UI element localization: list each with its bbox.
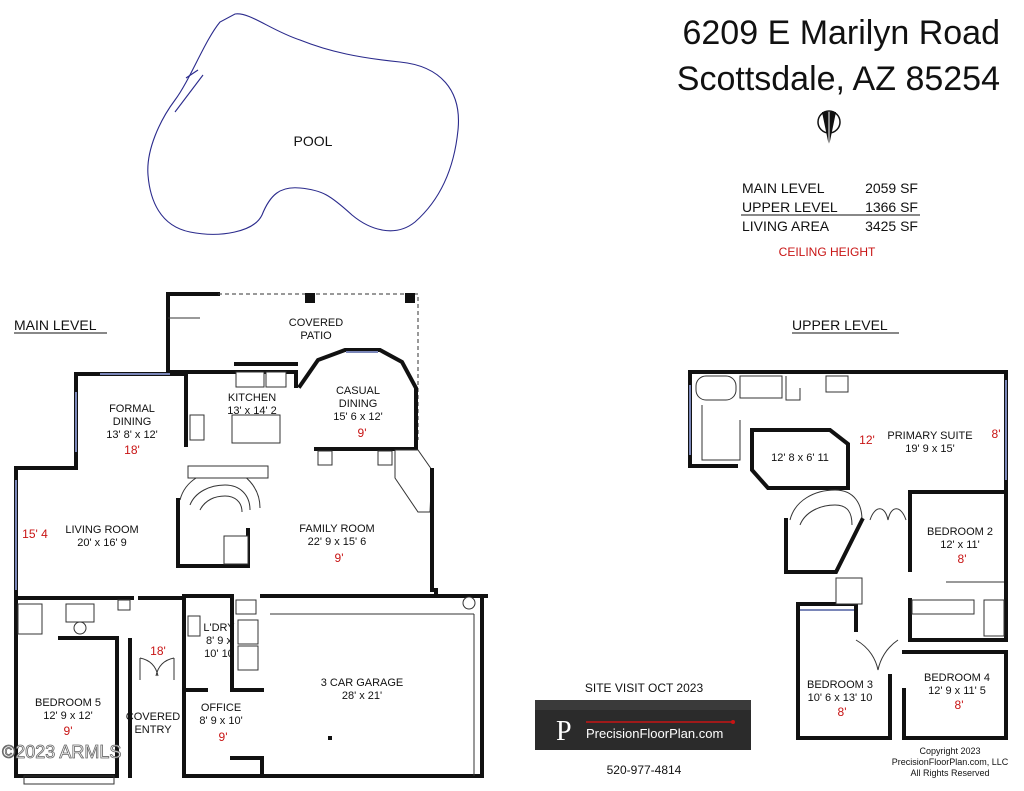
copyright-line-1: Copyright 2023 <box>919 746 980 756</box>
formal-dining-label-2: DINING <box>113 416 152 428</box>
bedroom4-ceiling: 8' <box>955 698 964 712</box>
formal-dining-label-1: FORMAL <box>109 403 155 415</box>
bedroom5-size: 12' 9 x 12' <box>43 710 92 722</box>
stat-label-living: LIVING AREA <box>742 218 830 234</box>
stat-value-living: 3425 SF <box>865 218 918 234</box>
entry-label-2: ENTRY <box>134 724 172 736</box>
logo-text: PrecisionFloorPlan.com <box>586 726 723 741</box>
bedroom5-label: BEDROOM 5 <box>35 697 101 709</box>
watermark: ©2023 ARMLS <box>2 742 121 762</box>
casual-dining-size: 15' 6 x 12' <box>333 411 382 423</box>
address-line-2: Scottsdale, AZ 85254 <box>677 60 1000 98</box>
pool-label: POOL <box>294 133 333 149</box>
living-room-ceiling: 15' 4 <box>22 527 48 541</box>
office-label: OFFICE <box>201 702 241 714</box>
upper-level-title: UPPER LEVEL <box>792 317 888 333</box>
casual-dining-ceiling: 9' <box>358 426 367 440</box>
family-room-label: FAMILY ROOM <box>299 523 374 535</box>
kitchen-label: KITCHEN <box>228 392 276 404</box>
site-visit-note: SITE VISIT OCT 2023 <box>585 681 704 695</box>
main-level-walls <box>14 292 488 785</box>
ceiling-height-legend: CEILING HEIGHT <box>779 245 876 259</box>
patio-label-2: PATIO <box>300 330 332 342</box>
formal-dining-ceiling: 18' <box>124 443 140 457</box>
stat-label-upper: UPPER LEVEL <box>742 199 838 215</box>
entry-ceiling: 18' <box>150 644 166 658</box>
bedroom3-ceiling: 8' <box>838 705 847 719</box>
bedroom2-label: BEDROOM 2 <box>927 526 993 538</box>
primary-suite-size: 19' 9 x 15' <box>905 443 954 455</box>
laundry-size-1: 8' 9 x <box>206 635 232 647</box>
casual-dining-label-2: DINING <box>339 398 378 410</box>
stat-label-main: MAIN LEVEL <box>742 180 825 196</box>
office-ceiling: 9' <box>219 730 228 744</box>
pool-outline <box>147 13 460 235</box>
upper-room-labels: 12' 8 x 6' 11 PRIMARY SUITE 19' 9 x 15' … <box>771 427 1000 719</box>
phone-number: 520-977-4814 <box>607 763 682 777</box>
living-room-size: 20' x 16' 9 <box>77 537 126 549</box>
bedroom4-label: BEDROOM 4 <box>924 672 990 684</box>
stat-value-upper: 1366 SF <box>865 199 918 215</box>
precision-logo: P PrecisionFloorPlan.com <box>535 700 751 750</box>
primary-suite-ceiling-left: 12' <box>859 433 875 447</box>
family-room-size: 22' 9 x 15' 6 <box>308 536 367 548</box>
main-room-labels: COVERED PATIO FORMAL DINING 13' 8' x 12'… <box>22 317 403 744</box>
bedroom2-size: 12' x 11' <box>940 539 979 551</box>
primary-suite-ceiling-right: 8' <box>992 427 1001 441</box>
family-room-ceiling: 9' <box>335 551 344 565</box>
copyright-line-2: PrecisionFloorPlan.com, LLC <box>892 757 1009 767</box>
north-arrow-icon <box>817 110 841 146</box>
living-room-label: LIVING ROOM <box>65 524 138 536</box>
bedroom3-label: BEDROOM 3 <box>807 679 873 691</box>
bedroom4-size: 12' 9 x 11' 5 <box>928 685 986 697</box>
bedroom2-ceiling: 8' <box>958 552 967 566</box>
bedroom3-size: 10' 6 x 13' 10 <box>808 692 873 704</box>
closet-size: 12' 8 x 6' 11 <box>771 452 829 464</box>
pool-step <box>174 74 204 113</box>
primary-suite-label: PRIMARY SUITE <box>887 430 972 442</box>
main-level-title: MAIN LEVEL <box>14 317 97 333</box>
stat-value-main: 2059 SF <box>865 180 918 196</box>
formal-dining-size: 13' 8' x 12' <box>106 429 158 441</box>
area-stats: MAIN LEVEL 2059 SF UPPER LEVEL 1366 SF L… <box>741 180 920 234</box>
garage-label: 3 CAR GARAGE <box>321 677 404 689</box>
entry-label-1: COVERED <box>126 711 180 723</box>
pool-step-edge <box>185 69 199 79</box>
patio-label-1: COVERED <box>289 317 343 329</box>
casual-dining-label-1: CASUAL <box>336 385 380 397</box>
garage-size: 28' x 21' <box>342 690 382 702</box>
kitchen-size: 13' x 14' 2 <box>227 405 276 417</box>
laundry-label: L'DRY <box>203 622 235 634</box>
office-size: 8' 9 x 10' <box>199 715 242 727</box>
bedroom5-ceiling: 9' <box>64 724 73 738</box>
address-line-1: 6209 E Marilyn Road <box>682 14 1000 52</box>
laundry-size-2: 10' 10 <box>204 648 234 660</box>
logo-initials: P <box>556 716 572 747</box>
copyright-line-3: All Rights Reserved <box>910 768 989 778</box>
upper-level-walls <box>688 370 1008 740</box>
